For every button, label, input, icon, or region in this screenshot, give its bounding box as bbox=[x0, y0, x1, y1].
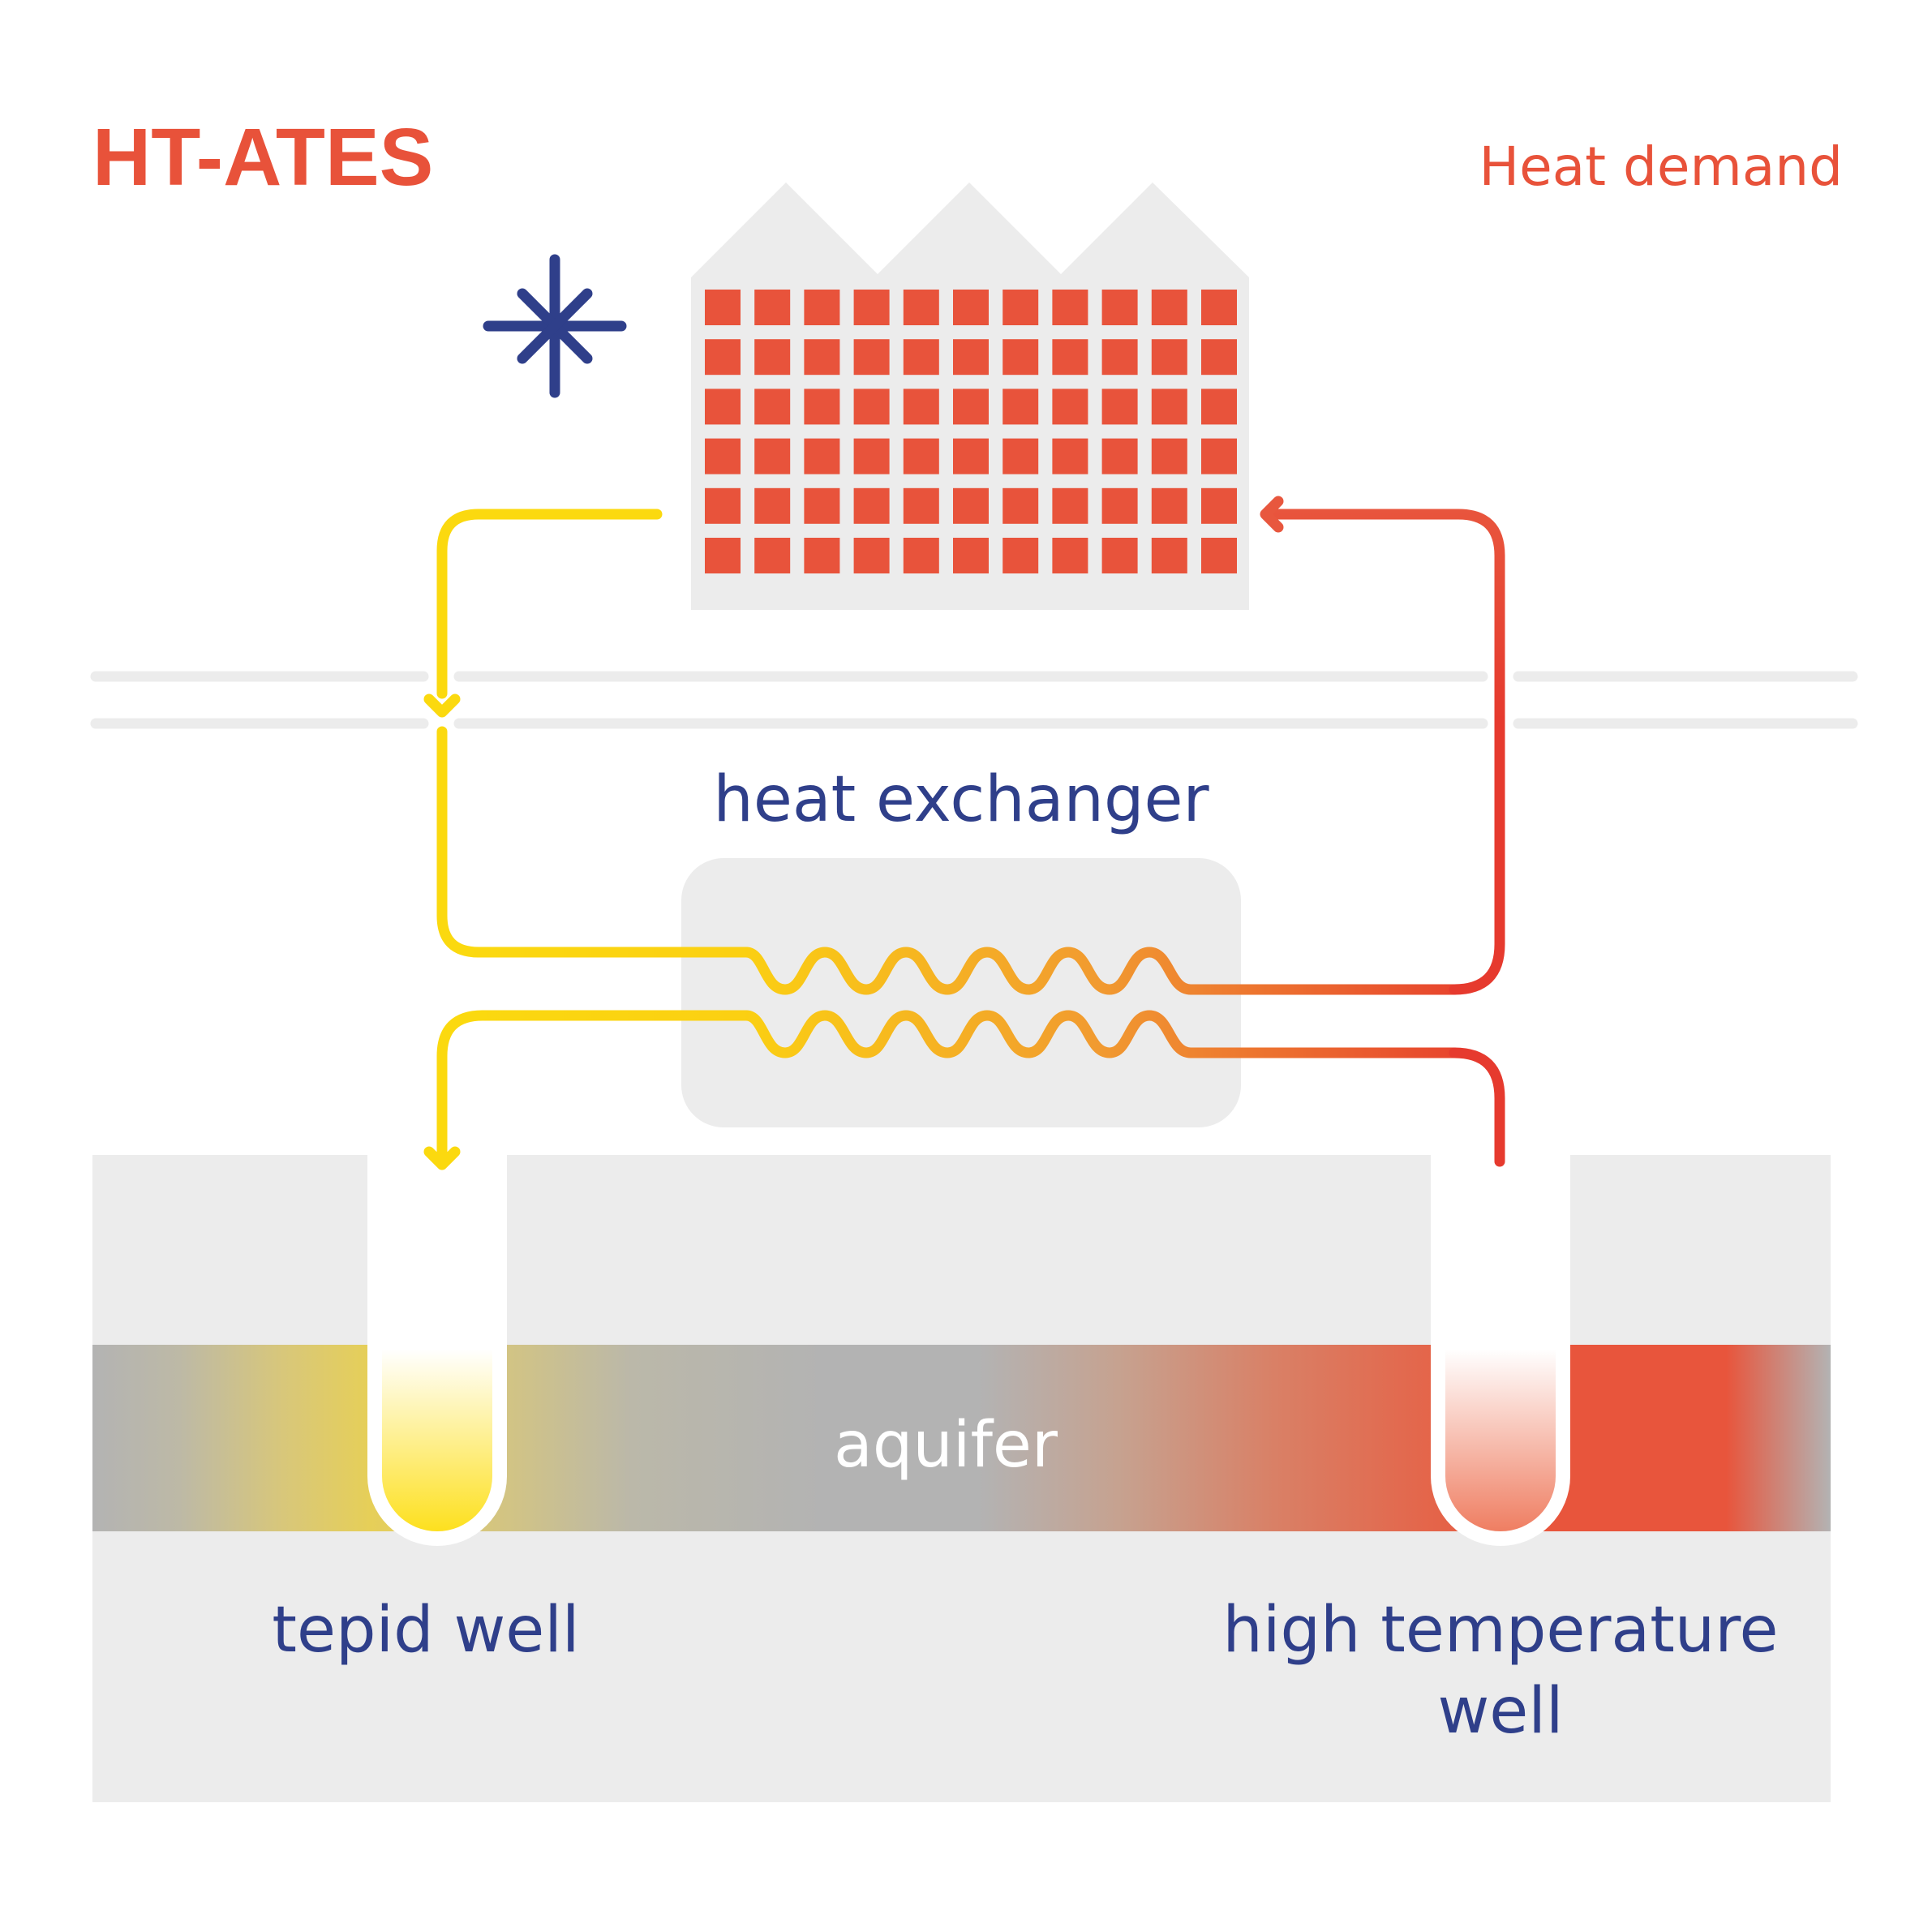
building-window bbox=[705, 389, 741, 425]
building-window bbox=[903, 389, 939, 425]
ground-lower bbox=[92, 1531, 1831, 1802]
building-window bbox=[1201, 290, 1237, 325]
building-window bbox=[1201, 389, 1237, 425]
building-window bbox=[1101, 538, 1138, 573]
building-window bbox=[804, 339, 840, 376]
building-windows bbox=[705, 290, 1237, 573]
building-window bbox=[754, 290, 791, 325]
arrow-left-icon bbox=[1260, 496, 1284, 533]
hot-supply-pipe bbox=[1264, 509, 1505, 995]
building-window bbox=[953, 487, 989, 524]
building-window bbox=[1002, 538, 1039, 573]
building-window bbox=[1151, 290, 1187, 325]
building-window bbox=[705, 339, 741, 376]
building-window bbox=[853, 538, 890, 573]
exchanger-coil-upper bbox=[473, 947, 1460, 995]
building-window bbox=[1151, 339, 1187, 376]
building-window bbox=[1002, 339, 1039, 376]
building-window bbox=[1201, 538, 1237, 573]
high-temperature-well-label: high temperature bbox=[1222, 1594, 1778, 1667]
building-window bbox=[1201, 438, 1237, 474]
building-window bbox=[705, 538, 741, 573]
building-window bbox=[1151, 438, 1187, 474]
building-window bbox=[754, 339, 791, 376]
building-window bbox=[1052, 438, 1088, 474]
building-window bbox=[1002, 290, 1039, 325]
building-window bbox=[1201, 339, 1237, 376]
building-window bbox=[804, 290, 840, 325]
heat-exchanger-label: heat exchanger bbox=[713, 763, 1209, 836]
surface-lines bbox=[90, 671, 1858, 729]
building-window bbox=[804, 389, 840, 425]
diagram-title: HT-ATES bbox=[92, 112, 433, 203]
building-window bbox=[853, 339, 890, 376]
building-window bbox=[1101, 290, 1138, 325]
aquifer-label: aquifer bbox=[834, 1409, 1058, 1482]
building-window bbox=[953, 538, 989, 573]
exchanger-coil-lower bbox=[477, 1010, 1460, 1058]
building-window bbox=[1101, 339, 1138, 376]
building-window bbox=[1151, 389, 1187, 425]
building-window bbox=[705, 290, 741, 325]
building-window bbox=[1101, 389, 1138, 425]
tepid-well bbox=[367, 1152, 507, 1546]
building-window bbox=[804, 538, 840, 573]
building-window bbox=[953, 438, 989, 474]
building-window bbox=[1151, 487, 1187, 524]
building-window bbox=[1052, 389, 1088, 425]
arrow-down-icon bbox=[423, 1146, 461, 1170]
building-window bbox=[1002, 438, 1039, 474]
building-window bbox=[953, 290, 989, 325]
building-window bbox=[804, 438, 840, 474]
building-window bbox=[1052, 538, 1088, 573]
building-window bbox=[853, 487, 890, 524]
building-window bbox=[1151, 538, 1187, 573]
building-window bbox=[804, 487, 840, 524]
building-window bbox=[1002, 487, 1039, 524]
building-window bbox=[1052, 487, 1088, 524]
building-window bbox=[903, 339, 939, 376]
building-window bbox=[754, 538, 791, 573]
high-temperature-well-label-line2: well bbox=[1437, 1675, 1563, 1748]
building-window bbox=[953, 389, 989, 425]
building-window bbox=[705, 438, 741, 474]
building-window bbox=[1201, 487, 1237, 524]
building-window bbox=[903, 538, 939, 573]
building-window bbox=[1101, 487, 1138, 524]
factory-building-icon bbox=[691, 182, 1249, 610]
building-window bbox=[754, 438, 791, 474]
building-window bbox=[903, 487, 939, 524]
building-window bbox=[853, 389, 890, 425]
building-window bbox=[1052, 290, 1088, 325]
snowflake-icon bbox=[483, 254, 627, 398]
building-window bbox=[953, 339, 989, 376]
building-window bbox=[1052, 339, 1088, 376]
building-window bbox=[754, 389, 791, 425]
hot-well-pipe bbox=[1449, 1047, 1505, 1167]
tepid-well-label: tepid well bbox=[272, 1594, 579, 1667]
cold-return-pipe bbox=[436, 509, 663, 699]
building-window bbox=[903, 290, 939, 325]
building-window bbox=[1101, 438, 1138, 474]
tepid-well-pipe bbox=[436, 1010, 488, 1166]
building-window bbox=[705, 487, 741, 524]
heat-exchanger-box bbox=[681, 858, 1241, 1127]
building-window bbox=[853, 438, 890, 474]
building-window bbox=[1002, 389, 1039, 425]
heat-demand-label: Heat demand bbox=[1479, 135, 1844, 198]
arrow-down-icon bbox=[423, 693, 461, 718]
building-window bbox=[754, 487, 791, 524]
building-window bbox=[853, 290, 890, 325]
building-window bbox=[903, 438, 939, 474]
high-temperature-well bbox=[1431, 1152, 1570, 1546]
